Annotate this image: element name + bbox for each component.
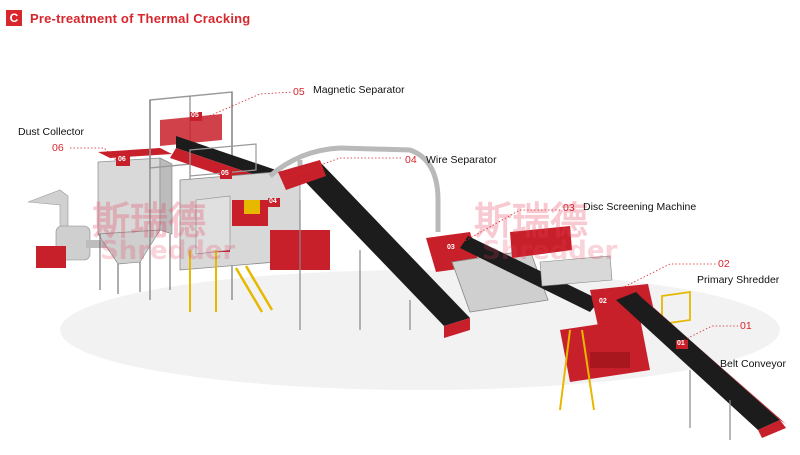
watermark-en-right: Shredder [482,236,618,266]
marker-04: 04 [269,198,277,205]
watermark-en-left: Shredder [100,236,236,266]
section-header: C Pre-treatment of Thermal Cracking [6,8,250,28]
section-title: Pre-treatment of Thermal Cracking [30,10,251,26]
callout-label-dust: Dust Collector [18,126,84,138]
duct-pipe [268,145,441,232]
watermark-cn-right: 斯瑞德 [474,199,589,243]
callout-number-magnetic: 05 [293,86,305,98]
belt-conveyor-group [616,292,786,440]
marker-06: 06 [118,156,126,163]
callout-leaders [70,91,738,341]
callout-number-dust: 06 [52,142,64,154]
dust-collector-group [27,148,173,294]
marker-03: 03 [447,244,455,251]
marker-group [116,112,688,349]
callout-label-magnetic: Magnetic Separator [313,84,405,96]
callout-label-wire: Wire Separator [426,154,497,166]
callout-number-shredder: 02 [718,258,730,270]
section-badge: C [6,10,22,26]
marker-05-mid: 05 [221,170,229,177]
callout-number-conveyor: 01 [740,320,752,332]
primary-shredder-group [559,284,691,411]
callout-number-disc: 03 [563,202,575,214]
marker-05-top: 05 [191,112,199,119]
callout-number-wire: 04 [405,154,417,166]
callout-label-shredder: Primary Shredder [697,274,780,286]
callout-label-conveyor: Belt Conveyor [720,358,786,370]
callout-label-disc: Disc Screening Machine [583,201,697,213]
marker-02: 02 [599,298,607,305]
marker-01: 01 [677,340,685,347]
watermark-cn-left: 斯瑞德 [92,199,207,243]
